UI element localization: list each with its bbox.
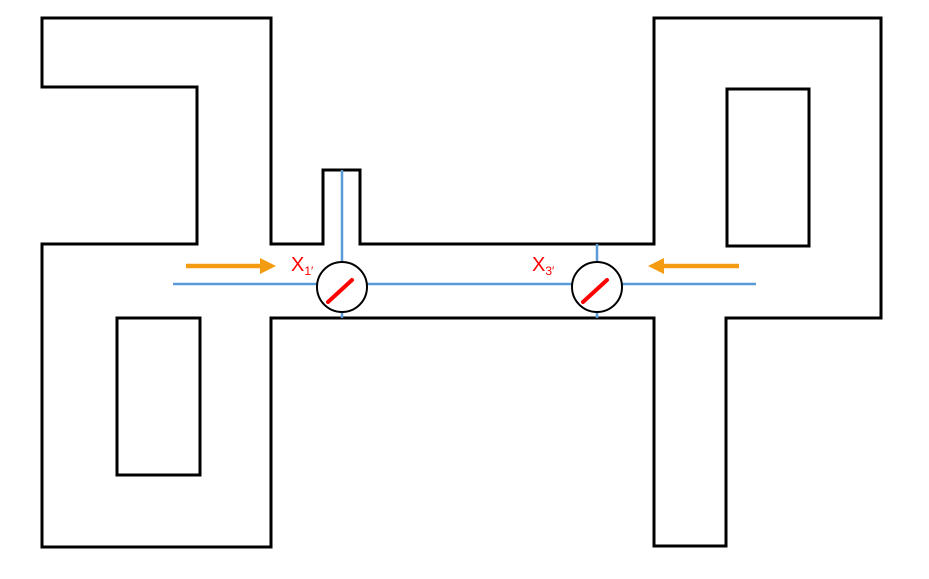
arrow-right (648, 258, 739, 274)
label-x1: X1′ (291, 254, 314, 278)
structure-outline (40, 16, 883, 549)
label-x3-main: X (532, 254, 545, 276)
inner-opening-right (725, 87, 811, 248)
inner-opening-left (115, 316, 202, 477)
node-x1-needle (326, 278, 354, 304)
node-x3-needle (581, 278, 609, 304)
arrow-left (186, 258, 276, 274)
label-x1-main: X (291, 254, 304, 276)
label-x3-sub: 3′ (545, 264, 555, 278)
label-x3: X3′ (532, 254, 555, 278)
node-x1 (316, 261, 368, 313)
label-x1-sub: 1′ (304, 264, 314, 278)
node-x3 (571, 261, 623, 313)
